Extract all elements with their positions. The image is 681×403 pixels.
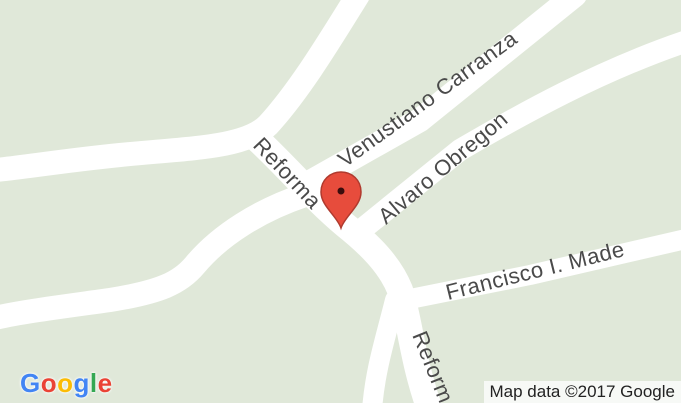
logo-letter: o	[40, 368, 58, 398]
road-alvaro-obregon	[344, 31, 681, 246]
logo-letter: e	[97, 368, 113, 398]
road-west-branch	[0, 183, 317, 330]
road-northwest-curve	[0, 0, 369, 182]
road-francisco-madero	[395, 229, 681, 310]
logo-letter: l	[89, 368, 98, 398]
road-south-west	[362, 290, 405, 403]
road-venustiano-carranza	[293, 0, 586, 197]
logo-letter: g	[73, 368, 90, 398]
logo-letter: o	[57, 368, 74, 398]
road-reforma	[245, 127, 442, 403]
map-pin-icon[interactable]	[320, 171, 362, 231]
map-pin-center	[337, 187, 345, 195]
logo-letter: G	[20, 368, 41, 398]
google-logo[interactable]: Google	[20, 368, 113, 399]
map-attribution[interactable]: Map data ©2017 Google	[483, 381, 681, 403]
